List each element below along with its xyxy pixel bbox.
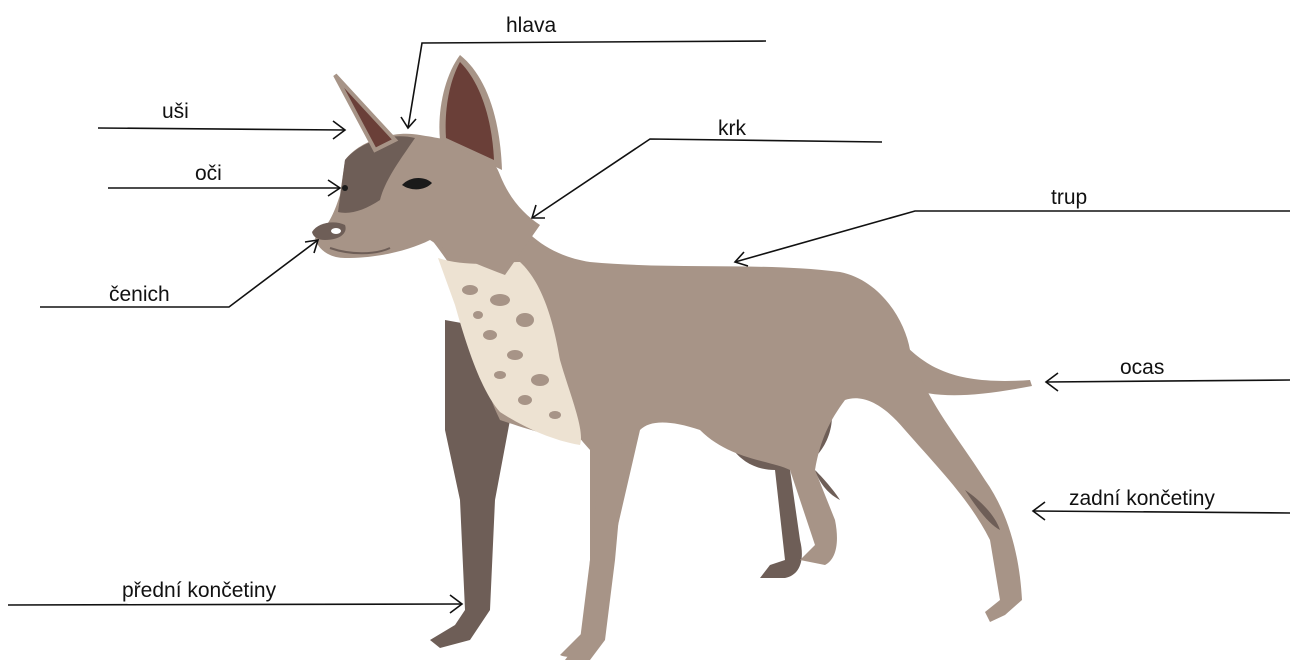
label-hind-limbs: zadní končetiny <box>1069 488 1215 509</box>
label-tail: ocas <box>1120 357 1164 378</box>
leader-line-neck <box>532 139 882 218</box>
leader-line-tail <box>1046 380 1290 382</box>
label-head: hlava <box>506 15 556 36</box>
leader-line-fore-limbs <box>8 604 462 605</box>
leader-line-trunk <box>735 211 1290 262</box>
leader-line-snout <box>40 240 318 307</box>
label-trunk: trup <box>1051 187 1087 208</box>
label-fore-limbs: přední končetiny <box>122 580 276 601</box>
leader-line-ears <box>98 128 345 130</box>
leader-line-hind-limbs <box>1033 511 1290 513</box>
dog-far-eye <box>342 185 348 191</box>
label-eyes: oči <box>195 163 222 184</box>
dog-nose-highlight <box>331 228 341 234</box>
label-neck: krk <box>718 118 746 139</box>
label-snout: čenich <box>109 284 170 305</box>
dog-far-ear <box>335 75 395 150</box>
label-ears: uši <box>162 101 189 122</box>
